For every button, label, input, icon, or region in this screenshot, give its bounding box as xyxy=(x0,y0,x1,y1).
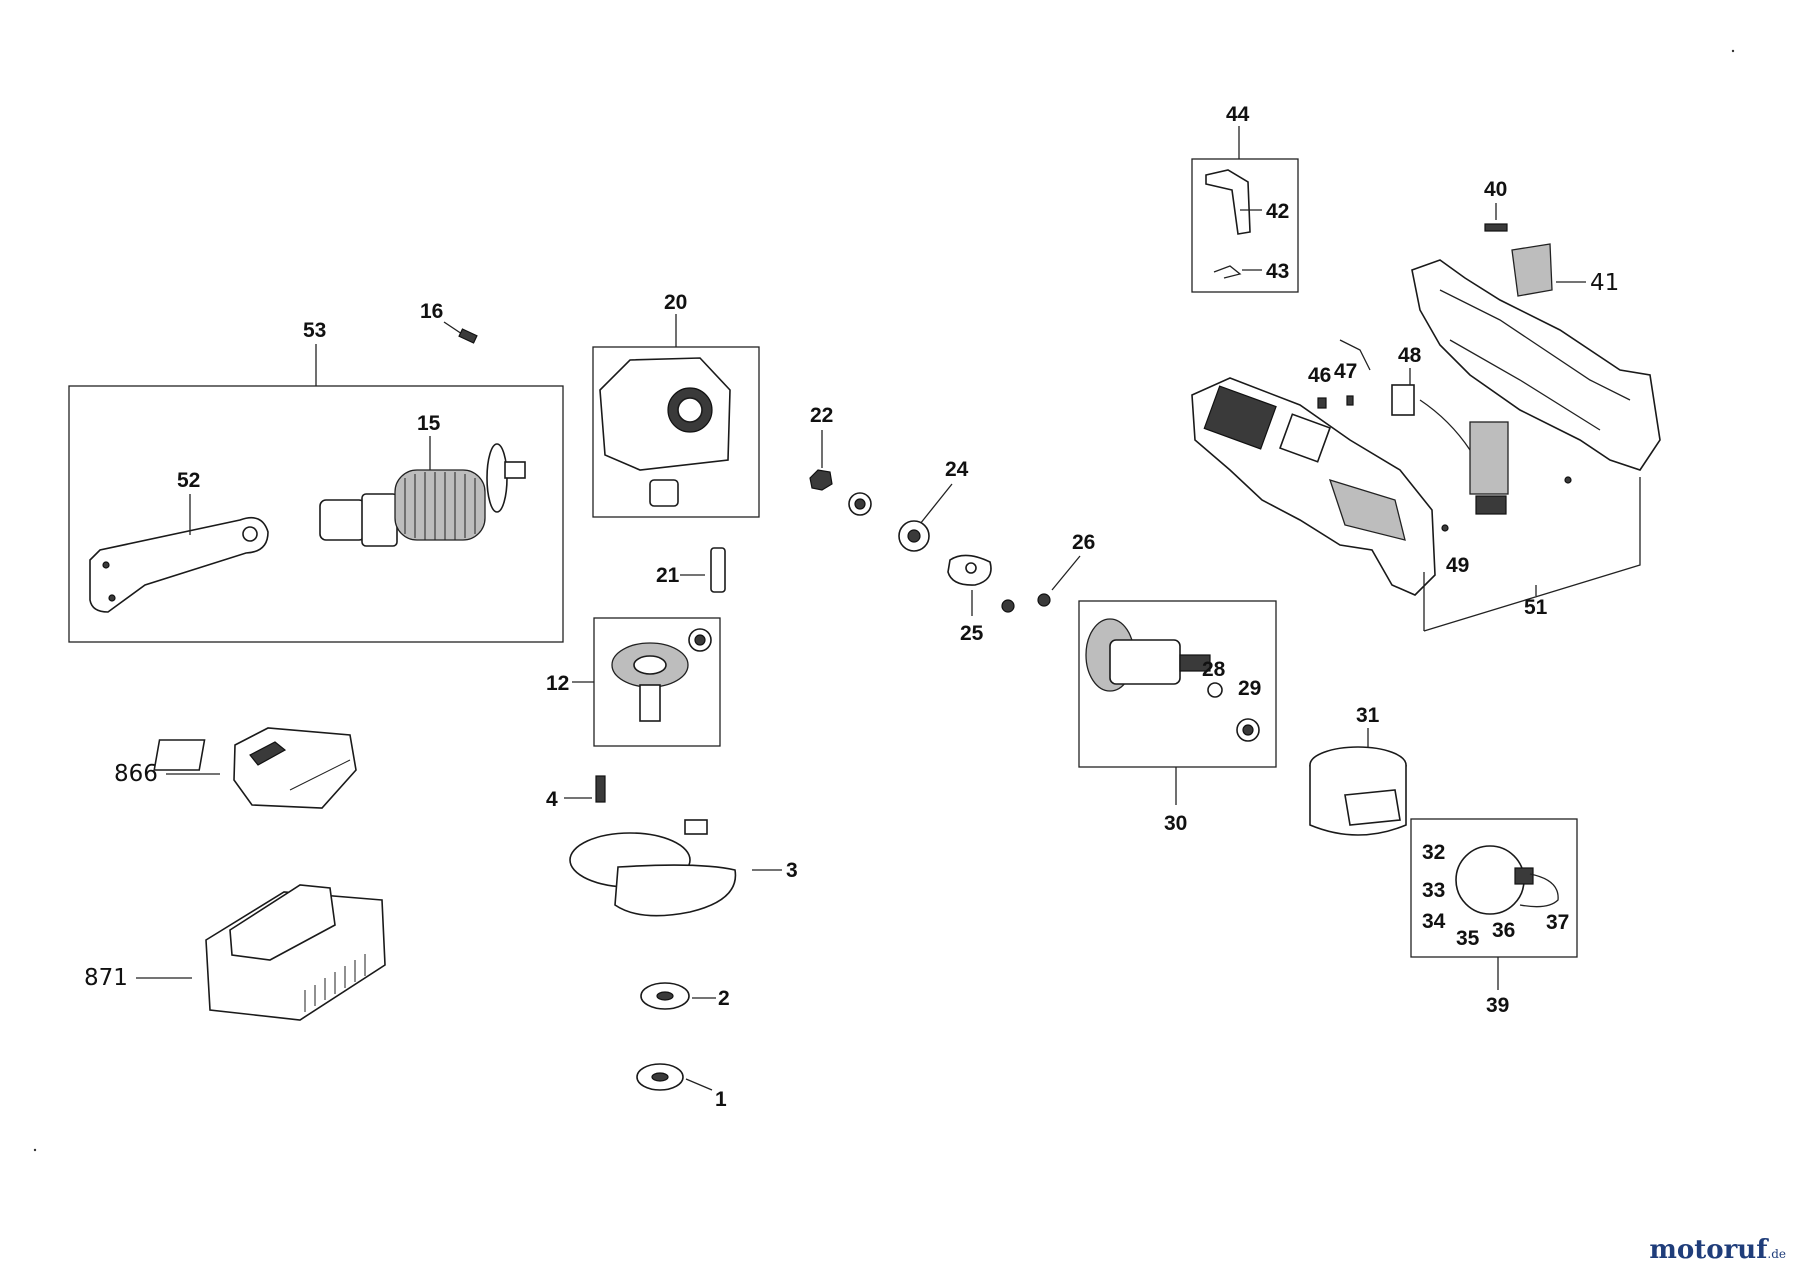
part-group-51: 46 47 48 49 51 xyxy=(1191,259,1661,632)
label-20: 20 xyxy=(664,291,687,314)
label-40: 40 xyxy=(1484,178,1507,201)
label-871: 871 xyxy=(84,965,128,991)
part-2: 2 xyxy=(640,982,730,1010)
label-22: 22 xyxy=(810,404,833,427)
speck-mark xyxy=(1731,49,1735,53)
part-3: 3 xyxy=(569,819,798,917)
part-40: 40 xyxy=(1484,178,1508,232)
part-31: 31 xyxy=(1309,704,1407,836)
part-1: 1 xyxy=(636,1063,727,1111)
label-53: 53 xyxy=(303,319,326,342)
part-24: 24 xyxy=(898,458,969,552)
gear-assembly-icon xyxy=(611,628,712,722)
charger-icon xyxy=(205,884,386,1021)
battery-pack-icon xyxy=(153,727,357,809)
side-handle-icon xyxy=(319,443,526,547)
label-32: 32 xyxy=(1422,841,1445,864)
label-28: 28 xyxy=(1202,658,1226,681)
gear-housing-icon xyxy=(599,357,731,507)
label-21: 21 xyxy=(656,564,680,587)
label-29: 29 xyxy=(1238,677,1261,700)
label-25: 25 xyxy=(960,622,984,645)
speck-mark xyxy=(33,1148,37,1152)
part-group-53: 53 52 15 xyxy=(68,319,564,643)
part-41: 41 xyxy=(1511,243,1619,297)
label-48: 48 xyxy=(1398,344,1422,367)
brand-name: motoruf xyxy=(1649,1235,1768,1265)
label-39: 39 xyxy=(1486,994,1509,1017)
label-42: 42 xyxy=(1266,200,1289,223)
angle-grinder-housing-icon xyxy=(1191,377,1436,596)
label-3: 3 xyxy=(786,859,798,882)
switch-assembly-icon xyxy=(1455,845,1559,915)
label-16: 16 xyxy=(420,300,443,323)
label-51: 51 xyxy=(1524,596,1548,619)
label-37: 37 xyxy=(1546,911,1569,934)
part-16: 16 xyxy=(420,300,478,344)
electronics-icon xyxy=(1317,339,1572,532)
label-30: 30 xyxy=(1164,812,1187,835)
part-871: 871 xyxy=(84,884,386,1021)
label-52: 52 xyxy=(177,469,200,492)
label-49: 49 xyxy=(1446,554,1469,577)
label-866: 866 xyxy=(114,761,158,787)
label-44: 44 xyxy=(1226,103,1250,126)
part-4: 4 xyxy=(546,775,606,811)
label-12: 12 xyxy=(546,672,569,695)
label-33: 33 xyxy=(1422,879,1445,902)
part-group-12: 12 xyxy=(546,617,721,747)
label-2: 2 xyxy=(718,987,730,1010)
label-35: 35 xyxy=(1456,927,1480,950)
part-group-44: 44 42 43 xyxy=(1191,103,1299,293)
label-34: 34 xyxy=(1422,910,1446,933)
part-group-20: 20 xyxy=(592,291,760,518)
label-31: 31 xyxy=(1356,704,1380,727)
label-15: 15 xyxy=(417,412,441,435)
label-26: 26 xyxy=(1072,531,1095,554)
label-24: 24 xyxy=(945,458,969,481)
part-26: 26 xyxy=(1001,531,1095,613)
armature-icon xyxy=(1085,618,1260,742)
part-22: 22 xyxy=(809,404,872,516)
label-47: 47 xyxy=(1334,360,1357,383)
motor-can-icon xyxy=(1309,746,1407,836)
part-25: 25 xyxy=(947,554,992,645)
wrench-icon xyxy=(89,516,269,613)
part-group-30: 30 28 29 xyxy=(1078,600,1277,835)
brand-tld: .de xyxy=(1767,1247,1786,1261)
part-21: 21 xyxy=(656,547,726,593)
housing-half-icon xyxy=(1411,259,1661,471)
label-1: 1 xyxy=(715,1088,727,1111)
part-866: 866 xyxy=(114,727,357,809)
label-43: 43 xyxy=(1266,260,1289,283)
brand-logo: motoruf.de xyxy=(1649,1235,1786,1265)
label-4: 4 xyxy=(546,788,558,811)
label-36: 36 xyxy=(1492,919,1515,942)
label-41: 41 xyxy=(1590,270,1619,296)
label-46: 46 xyxy=(1308,364,1331,387)
part-group-39: 39 32 33 34 35 36 37 xyxy=(1410,818,1578,1017)
wheel-guard-icon xyxy=(569,819,737,917)
